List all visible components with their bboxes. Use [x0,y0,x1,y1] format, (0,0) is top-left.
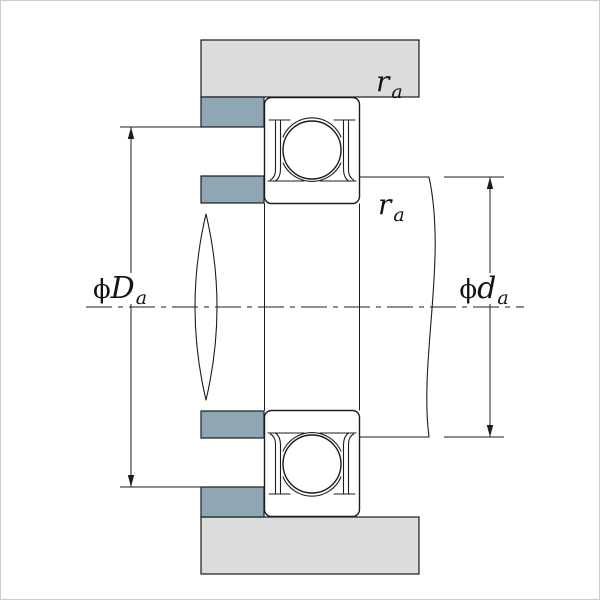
bearing-ball [282,120,342,180]
shaft-break-left [194,213,218,401]
shaft-shoulder-block [200,175,265,204]
dim-label-shaft-shoulder-diameter: ϕda [459,271,508,309]
dim-label-halo-housing [92,273,149,304]
dim-label-housing-shoulder-diameter: ϕDa [93,271,147,309]
housing-block [200,39,420,98]
dim-label-halo-shaft [459,273,511,304]
dim-arrow-housing-shoulder [127,127,135,139]
inner-raceway-arc [282,162,342,183]
housing-shoulder-block [200,96,265,128]
outer-raceway-arc [282,117,342,138]
shaft-break-right [426,176,436,438]
shield-right [342,119,355,182]
shield-left [269,119,282,182]
dim-arrow-shaft-shoulder [486,177,494,189]
diagram-top-half [120,39,504,307]
